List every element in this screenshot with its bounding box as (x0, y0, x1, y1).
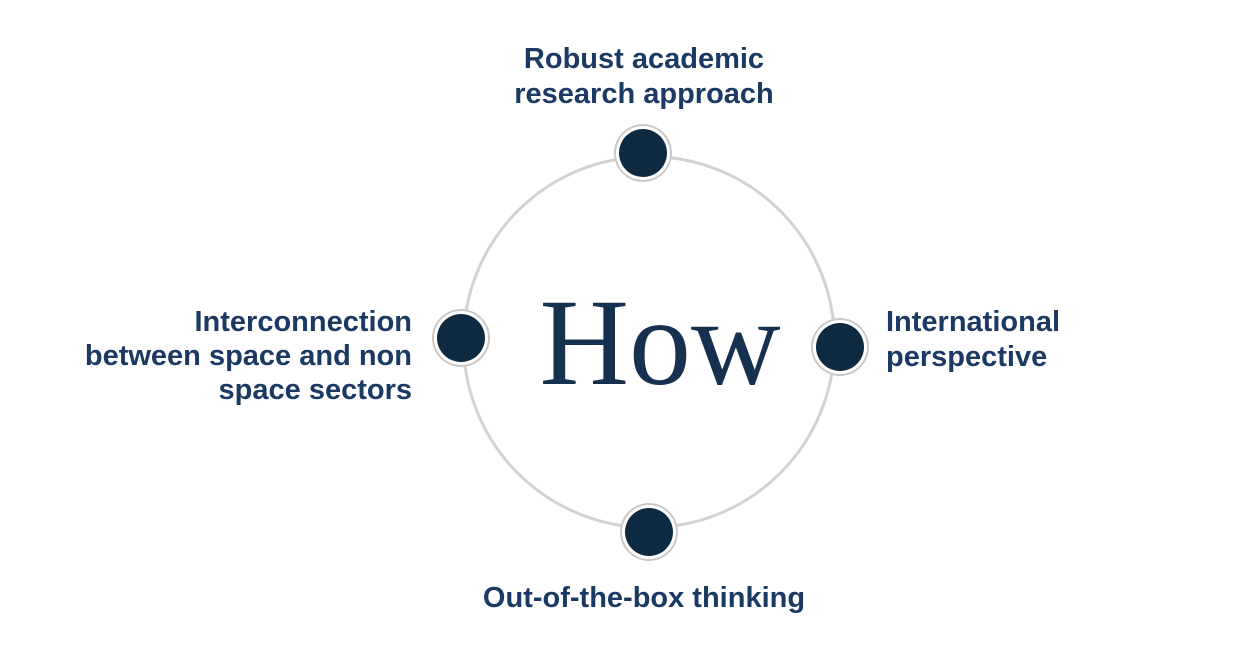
label-international-perspective: International perspective (886, 306, 1061, 373)
label-out-of-the-box-thinking: Out-of-the-box thinking (482, 582, 806, 614)
node-right-dot (816, 323, 864, 371)
node-bottom-dot (625, 508, 673, 556)
center-label: How (539, 274, 781, 411)
node-top-dot (619, 129, 667, 177)
label-interconnection-space-sectors: Interconnection between space and non sp… (84, 306, 412, 406)
label-robust-academic-research-approach: Robust academic research approach (514, 43, 774, 110)
node-left-dot (437, 314, 485, 362)
